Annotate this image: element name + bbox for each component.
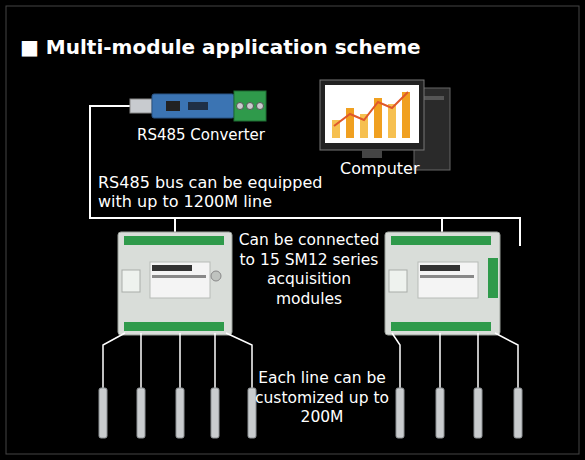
- terminal-screw: [237, 103, 244, 110]
- module-panel: [389, 270, 407, 292]
- monitor-stand: [362, 150, 382, 158]
- callout-text: RS485 bus can be equipped with up to 120…: [98, 173, 348, 211]
- chart-bar: [388, 104, 396, 138]
- callout-text: Each line can be customized up to 200M: [252, 369, 392, 428]
- module-case: [118, 232, 232, 335]
- monitor-screen: [325, 85, 419, 143]
- sensor-wire: [226, 333, 252, 388]
- terminal-strip: [391, 236, 491, 245]
- terminal-strip: [391, 322, 491, 331]
- sensor-wire: [439, 333, 441, 388]
- monitor-frame: [320, 80, 424, 150]
- sticker-mark: [420, 275, 474, 278]
- converter-node: RS485 Converter: [126, 88, 276, 148]
- temperature-probe: [248, 388, 256, 438]
- chart-line: [334, 92, 408, 126]
- acquisition-module: [118, 232, 232, 335]
- sensor-wire: [477, 333, 479, 388]
- temperature-probe: [99, 388, 107, 438]
- sensor-wire: [103, 333, 125, 388]
- node-label: RS485 Converter: [126, 126, 276, 144]
- sticker-mark: [152, 275, 206, 278]
- callout-text: Can be connected to 15 SM12 series acqui…: [234, 231, 384, 309]
- temperature-probe: [176, 388, 184, 438]
- acquisition-module: [385, 232, 500, 335]
- sensor-wire: [214, 333, 216, 388]
- usb-plug: [130, 99, 152, 113]
- chart-bar: [346, 108, 354, 138]
- temperature-probe: [514, 388, 522, 438]
- frame: [6, 6, 579, 454]
- module-panel: [122, 270, 140, 292]
- sticker-mark: [152, 265, 192, 271]
- temperature-probe: [474, 388, 482, 438]
- bus-wire: [90, 106, 520, 246]
- module-case: [385, 232, 500, 335]
- sticker-mark: [420, 265, 460, 271]
- chip: [166, 101, 180, 111]
- terminal-strip: [124, 322, 224, 331]
- temperature-probe: [137, 388, 145, 438]
- sensor-wire: [495, 333, 518, 388]
- terminal-block: [234, 91, 266, 121]
- chart-bar: [402, 92, 410, 138]
- terminal-screw: [257, 103, 264, 110]
- converter-board: [152, 94, 234, 118]
- computer-node: Computer: [318, 76, 458, 176]
- sensor-wire: [392, 333, 400, 388]
- temperature-probe: [436, 388, 444, 438]
- chip: [188, 102, 208, 110]
- temperature-probe: [396, 388, 404, 438]
- node-label: Computer: [340, 159, 440, 178]
- module-sticker: [418, 262, 478, 298]
- terminal-strip: [488, 258, 498, 298]
- sensor-wire: [140, 333, 142, 388]
- temperature-probe: [211, 388, 219, 438]
- module-sticker: [150, 262, 210, 298]
- sensor-wire: [179, 333, 181, 388]
- terminal-screw: [247, 103, 254, 110]
- terminal-strip: [124, 236, 224, 245]
- mount-hole: [211, 271, 221, 281]
- title: ■ Multi-module application scheme: [20, 35, 421, 59]
